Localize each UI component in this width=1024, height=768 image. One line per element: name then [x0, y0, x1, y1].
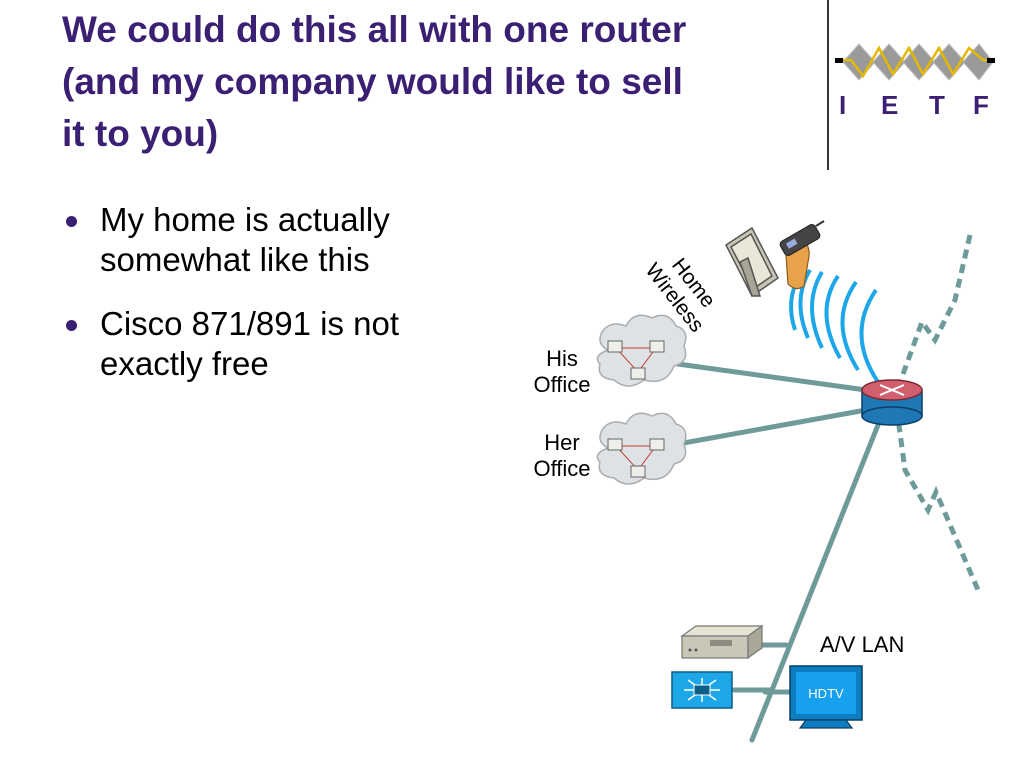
logo-letter: E: [881, 90, 898, 120]
laptop-icon: [725, 226, 779, 298]
ietf-logo: I E T F: [835, 43, 995, 120]
link-his-office: [675, 361, 869, 393]
cloud-icon: [596, 314, 687, 387]
logo-letter: F: [973, 90, 989, 120]
settop-box-icon: [680, 624, 764, 660]
his-office-line: His: [546, 346, 578, 371]
cloud-icon: [596, 412, 687, 485]
her-office-label: Her Office: [526, 430, 598, 482]
logo-letter: I: [839, 90, 846, 120]
his-office-line: Office: [533, 372, 591, 397]
bullet-list: My home is actually somewhat like this C…: [64, 200, 484, 408]
logo-bar-left-icon: [835, 58, 843, 63]
bullet-text: Cisco 871/891 is not exactly free: [100, 305, 400, 382]
bullet-dot-icon: [66, 216, 77, 227]
link-av-lan: [749, 417, 883, 743]
slide-title: We could do this all with one router (an…: [62, 4, 802, 160]
bullet-item: My home is actually somewhat like this: [64, 200, 484, 280]
her-office-line: Office: [533, 456, 591, 481]
switch-icon: [671, 671, 733, 709]
his-office-label: His Office: [526, 346, 598, 398]
title-line: it to you): [62, 113, 219, 154]
av-lan-label: A/V LAN: [820, 632, 905, 657]
tv-icon: HDTV: [789, 665, 863, 729]
title-line: (and my company would like to sell: [62, 61, 683, 102]
logo-bar-right-icon: [987, 58, 995, 63]
bullet-text: My home is actually somewhat like this: [100, 201, 390, 278]
bullet-item: Cisco 871/891 is not exactly free: [64, 304, 484, 384]
router-icon: [861, 379, 923, 426]
logo-divider: [827, 0, 829, 170]
link-her-office: [675, 407, 869, 447]
title-line: We could do this all with one router: [62, 9, 687, 50]
phone-icon: [779, 220, 825, 290]
her-office-line: Her: [544, 430, 580, 455]
wireless-waves-icon: [789, 268, 880, 384]
logo-letter: T: [929, 90, 945, 120]
logo-zigzag-icon: [835, 45, 995, 79]
bullet-dot-icon: [66, 320, 77, 331]
hdtv-label: HDTV: [808, 686, 844, 701]
